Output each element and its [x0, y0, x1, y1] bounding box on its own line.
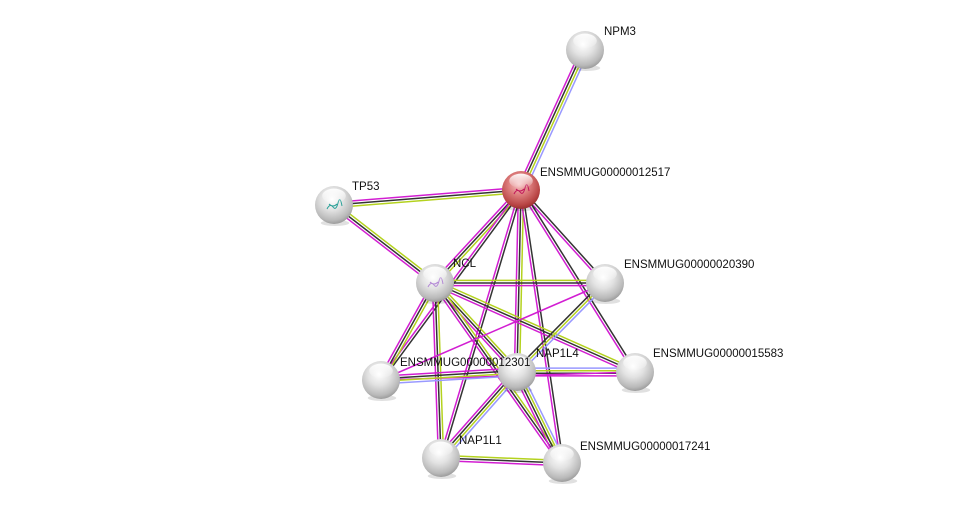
edge-line-database — [443, 374, 521, 462]
edge-line-coexpression — [333, 204, 436, 284]
node-label: NPM3 — [604, 26, 636, 38]
node-gloss — [505, 355, 529, 371]
edge-line-experiments — [437, 368, 515, 456]
node-ncl[interactable]: NCL — [416, 258, 477, 304]
edge-line-experiments — [516, 48, 583, 189]
node-label: ENSMMUG00000012517 — [540, 167, 670, 179]
edge-line-coexpression — [434, 282, 442, 459]
edge-line-database — [518, 284, 608, 375]
edge-line-database — [381, 375, 518, 385]
edge-line-coexpression — [439, 370, 517, 458]
edge-ncl-ensmmug00000020390[interactable] — [435, 279, 605, 287]
node-label: ENSMMUG00000015583 — [653, 348, 783, 360]
edge-line-coexpression — [514, 280, 604, 371]
edge-line-coexpression — [521, 188, 607, 283]
edge-line-experiments — [433, 284, 635, 376]
edge-line-textmining — [441, 372, 519, 460]
edge-line-experiments — [519, 190, 635, 374]
edge-line-experiments — [333, 186, 521, 204]
edge-line-textmining — [381, 372, 518, 383]
node-ensmmug00000017241[interactable]: ENSMMUG00000017241 — [543, 441, 710, 484]
node-ensmmug00000020390[interactable]: ENSMMUG00000020390 — [586, 259, 754, 304]
node-label: NCL — [453, 258, 477, 270]
edge-line-textmining — [436, 282, 445, 458]
edge-nap1l4-nap1l1[interactable] — [437, 368, 521, 462]
node-ensmmug00000012517[interactable]: ENSMMUG00000012517 — [502, 167, 670, 211]
node-gloss — [509, 173, 533, 189]
node-gloss — [550, 446, 574, 462]
edge-line-coexpression — [440, 457, 563, 464]
edge-ensmmug00000012517-npm3[interactable] — [516, 48, 590, 192]
node-npm3[interactable]: NPM3 — [566, 26, 636, 71]
node-nap1l4[interactable]: NAP1L4 — [498, 348, 579, 393]
edge-line-database — [523, 51, 590, 192]
node-gloss — [573, 33, 597, 49]
edge-ensmmug00000012517-ensmmug00000020390[interactable] — [519, 188, 607, 285]
edge-ncl-ensmmug00000015583[interactable] — [433, 279, 637, 376]
node-gloss — [429, 441, 453, 457]
node-nap1l1[interactable]: NAP1L1 — [422, 435, 502, 479]
edge-line-experiments — [432, 187, 520, 282]
edge-line-coexpression — [519, 49, 585, 190]
edge-line-experiments — [519, 190, 605, 285]
edge-ensmmug00000020390-ensmmug00000012301[interactable] — [380, 282, 606, 381]
edge-line-textmining — [334, 191, 522, 209]
node-gloss — [369, 363, 393, 379]
edge-line-textmining — [335, 202, 438, 282]
node-gloss — [593, 266, 617, 282]
node-label: ENSMMUG00000012301 — [400, 357, 530, 369]
edge-line-textmining — [436, 191, 524, 286]
node-gloss — [423, 266, 447, 282]
edge-ensmmug00000020390-nap1l4[interactable] — [514, 280, 608, 375]
edge-line-textmining — [521, 50, 587, 191]
edge-nap1l1-ensmmug00000017241[interactable] — [440, 454, 563, 467]
node-gloss — [322, 188, 346, 204]
edge-line-experiments — [439, 189, 521, 458]
edge-line-experiments — [440, 459, 562, 467]
node-ensmmug00000012301[interactable]: ENSMMUG00000012301 — [362, 357, 530, 401]
edge-nap1l4-ensmmug00000012301[interactable] — [380, 367, 518, 385]
node-label: ENSMMUG00000017241 — [580, 441, 710, 453]
edge-line-textmining — [436, 280, 520, 371]
node-label: TP53 — [352, 181, 380, 193]
node-label: NAP1L1 — [459, 435, 502, 447]
edge-line-coexpression — [441, 190, 523, 459]
edge-line-textmining — [441, 454, 563, 462]
edge-line-textmining — [435, 279, 637, 371]
edge-tp53-ncl[interactable] — [331, 202, 438, 286]
edges-layer — [331, 48, 637, 467]
edge-line-coexpression — [380, 369, 517, 380]
edge-line-experiments — [431, 283, 440, 459]
node-label: NAP1L4 — [536, 348, 579, 360]
edge-line-textmining — [516, 282, 606, 373]
edge-ncl-nap1l1[interactable] — [431, 282, 445, 459]
node-label: ENSMMUG00000020390 — [624, 259, 754, 271]
node-ensmmug00000015583[interactable]: ENSMMUG00000015583 — [616, 348, 783, 393]
edge-line-experiments — [380, 282, 606, 381]
edge-ensmmug00000012517-tp53[interactable] — [333, 186, 522, 209]
edge-line-coexpression — [521, 189, 565, 463]
edge-line-experiments — [380, 367, 517, 377]
edge-line-coexpression — [434, 189, 522, 284]
edge-ensmmug00000012517-ncl[interactable] — [432, 187, 524, 286]
node-gloss — [623, 355, 647, 371]
edge-line-experiments — [331, 206, 434, 286]
node-tp53[interactable]: TP53 — [315, 181, 380, 226]
edge-ensmmug00000012517-nap1l1[interactable] — [439, 189, 523, 459]
edge-line-coexpression — [434, 282, 636, 373]
edge-line-coexpression — [333, 189, 522, 206]
